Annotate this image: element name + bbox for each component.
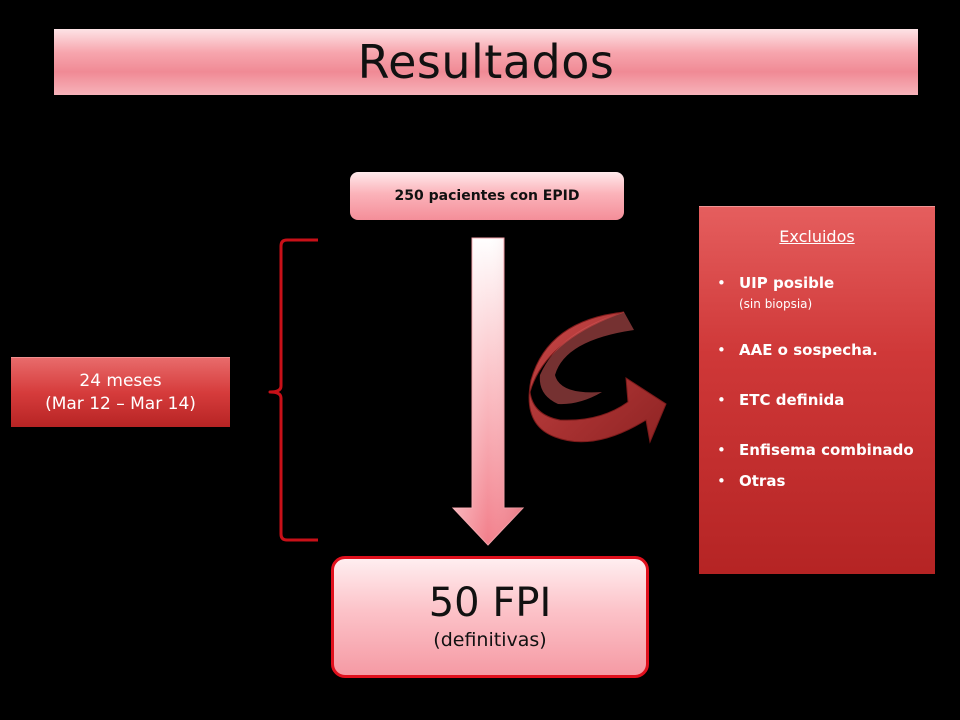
- excluded-heading: Excluidos: [779, 227, 855, 246]
- result-count: 50 FPI: [428, 580, 552, 626]
- excluded-item-label: Otras: [739, 472, 786, 490]
- bullet-icon: •: [717, 472, 726, 490]
- result-note: (definitivas): [433, 629, 547, 651]
- excluded-item-label: Enfisema combinado: [739, 441, 914, 459]
- bullet-icon: •: [717, 274, 726, 292]
- brace-icon: [268, 238, 318, 542]
- list-item: • Enfisema combinado: [713, 439, 921, 462]
- period-box: 24 meses (Mar 12 – Mar 14): [11, 357, 230, 427]
- patients-label: 250 pacientes con EPID: [394, 188, 580, 204]
- curved-arrow-icon: [528, 311, 667, 444]
- excluded-item-label: ETC definida: [739, 391, 845, 409]
- list-item: • Otras: [713, 470, 921, 493]
- result-box: 50 FPI (definitivas): [331, 556, 649, 678]
- bullet-icon: •: [717, 341, 726, 359]
- page-title: Resultados: [357, 35, 615, 89]
- bullet-icon: •: [717, 391, 726, 409]
- excluded-item-label: AAE o sospecha.: [739, 341, 878, 359]
- excluded-item-note: (sin biopsia): [739, 297, 813, 311]
- patients-box: 250 pacientes con EPID: [350, 172, 624, 220]
- down-arrow-icon: [451, 237, 525, 546]
- excluded-item-label: UIP posible: [739, 274, 835, 292]
- bullet-icon: •: [717, 441, 726, 459]
- period-duration: 24 meses: [79, 370, 162, 391]
- list-item: • ETC definida: [713, 389, 921, 412]
- list-item: • AAE o sospecha.: [713, 339, 921, 362]
- list-item: • UIP posible (sin biopsia): [713, 272, 921, 313]
- excluded-list: • UIP posible (sin biopsia) • AAE o sosp…: [713, 272, 921, 493]
- period-range: (Mar 12 – Mar 14): [45, 393, 196, 414]
- excluded-box: Excluidos • UIP posible (sin biopsia) • …: [699, 206, 935, 574]
- title-bar: Resultados: [54, 29, 918, 95]
